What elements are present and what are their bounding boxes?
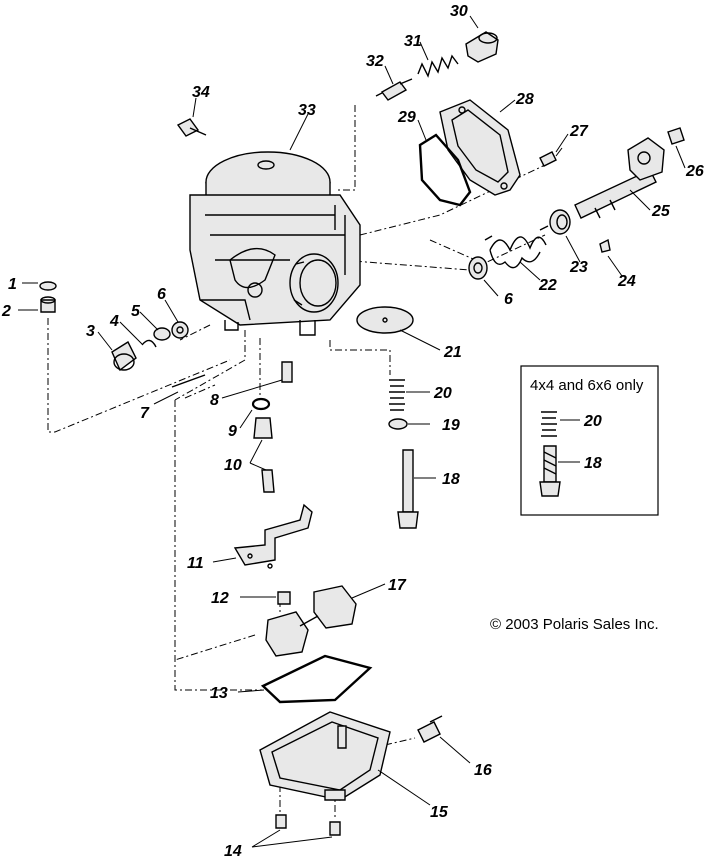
part-3-cap <box>111 340 137 372</box>
callout-17: 17 <box>388 577 407 594</box>
callout-28: 28 <box>515 91 534 108</box>
part-30-cap <box>465 31 499 63</box>
callout-25: 25 <box>651 203 671 220</box>
part-14-screws <box>275 814 341 836</box>
intake-bore <box>289 253 339 313</box>
part-17-float <box>265 585 357 657</box>
part-18-jet <box>397 449 419 529</box>
part-19-washer <box>388 418 408 430</box>
copyright-text: © 2003 Polaris Sales Inc. <box>490 616 659 633</box>
part-5-ring <box>153 327 171 341</box>
part-16-screw <box>417 715 443 743</box>
callout-12: 12 <box>211 590 229 607</box>
callout-32: 32 <box>366 53 384 70</box>
inset-title: 4x4 and 6x6 only <box>530 377 644 394</box>
callout-11: 11 <box>187 555 204 572</box>
callout-13: 13 <box>210 685 228 702</box>
part-15-float-bowl <box>259 711 391 801</box>
callout-1: 1 <box>8 276 17 293</box>
callout-16: 16 <box>474 762 492 779</box>
part-4-clip <box>141 339 157 348</box>
part-21-disc <box>356 306 414 334</box>
part-27-screw <box>539 147 563 167</box>
part-24-screw <box>599 238 611 253</box>
callout-20: 20 <box>433 385 452 402</box>
callout-31: 31 <box>404 33 422 50</box>
callout-6-right: 6 <box>504 291 513 308</box>
callout-15: 15 <box>430 804 449 821</box>
part-6-washer-left <box>171 321 189 339</box>
callout-3: 3 <box>86 323 95 340</box>
part-13-gasket <box>260 654 373 704</box>
part-26-cap <box>667 127 685 145</box>
part-22-spring <box>484 225 549 269</box>
leader-lines <box>18 15 686 848</box>
part-10-needle-valve <box>253 417 275 493</box>
callout-24: 24 <box>617 273 636 290</box>
part-20-spring <box>389 379 405 411</box>
callout-labels: 1 2 3 4 5 6 7 8 9 10 11 12 13 14 15 16 1… <box>1 3 704 857</box>
callout-29: 29 <box>397 109 416 126</box>
callout-19: 19 <box>442 417 460 434</box>
part-12-screw <box>277 591 291 605</box>
callout-27: 27 <box>569 123 589 140</box>
callout-22: 22 <box>538 277 557 294</box>
callout-4: 4 <box>109 313 119 330</box>
callout-21: 21 <box>443 344 462 361</box>
part-28-cover-plate <box>439 99 521 196</box>
part-2-fitting <box>40 296 56 313</box>
callout-2: 2 <box>1 303 11 320</box>
part-11-bracket <box>233 503 313 569</box>
callout-14: 14 <box>224 843 242 857</box>
callout-30: 30 <box>450 3 468 20</box>
part-23-bushing <box>549 209 571 235</box>
part-25-throttle-shaft <box>574 137 665 219</box>
inset-callout-18: 18 <box>584 455 602 472</box>
part-8-jet <box>281 361 293 383</box>
callout-33: 33 <box>298 102 316 119</box>
inset-4x4-6x6: 4x4 and 6x6 only 20 18 <box>520 365 659 516</box>
part-7-pin <box>171 374 206 388</box>
part-34-screw <box>176 97 207 137</box>
callout-18: 18 <box>442 471 460 488</box>
part-9-oring <box>251 397 271 411</box>
callout-23: 23 <box>569 259 588 276</box>
callout-5: 5 <box>131 303 141 320</box>
callout-8: 8 <box>210 392 219 409</box>
part-31-spring <box>417 54 459 78</box>
callout-7: 7 <box>140 405 150 422</box>
inset-callout-20: 20 <box>583 413 602 430</box>
callout-10: 10 <box>224 457 242 474</box>
callout-9: 9 <box>228 423 237 440</box>
assembly-lines <box>47 105 546 820</box>
callout-6-left: 6 <box>157 286 166 303</box>
part-1-nut <box>39 281 57 291</box>
carburetor-body <box>189 151 361 336</box>
part-6-washer-right <box>468 256 488 280</box>
part-32-needle <box>375 78 413 101</box>
callout-34: 34 <box>192 84 210 101</box>
part-29-oring <box>418 133 472 207</box>
callout-26: 26 <box>685 163 704 180</box>
